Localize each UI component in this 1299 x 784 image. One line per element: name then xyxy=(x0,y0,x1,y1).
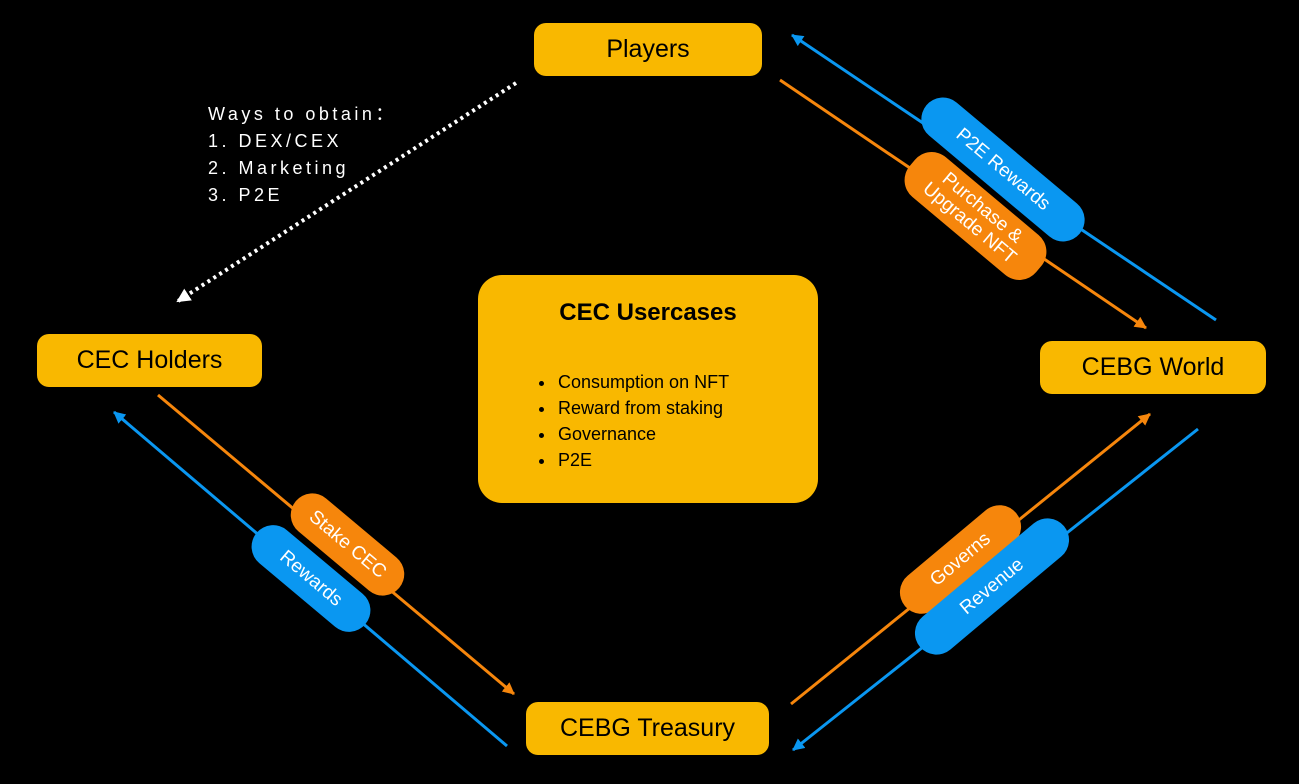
usecase-item: P2E xyxy=(556,447,729,473)
cebg-world-node: CEBG World xyxy=(1040,341,1266,394)
usecases-list: Consumption on NFT Reward from staking G… xyxy=(528,369,729,473)
cebg-world-label: CEBG World xyxy=(1081,353,1225,381)
cec-holders-label: CEC Holders xyxy=(76,346,223,374)
cec-holders-node: CEC Holders xyxy=(37,334,262,387)
ways-heading: Ways to obtain： xyxy=(208,104,397,124)
usecases-box: CEC Usercases Consumption on NFT Reward … xyxy=(478,275,818,503)
usecase-item: Consumption on NFT xyxy=(556,369,729,395)
usecases-title: CEC Usercases xyxy=(559,299,737,326)
ways-item: 3. P2E xyxy=(208,185,284,205)
ways-item: 2. Marketing xyxy=(208,158,350,178)
ways-item: 1. DEX/CEX xyxy=(208,131,343,151)
usecase-item: Reward from staking xyxy=(556,395,729,421)
players-label: Players xyxy=(606,35,690,63)
usecase-item: Governance xyxy=(556,421,729,447)
cebg-treasury-node: CEBG Treasury xyxy=(526,702,769,755)
cebg-treasury-label: CEBG Treasury xyxy=(559,714,736,742)
ways-to-obtain: Ways to obtain： 1. DEX/CEX 2. Marketing … xyxy=(208,101,397,209)
players-node: Players xyxy=(534,23,762,76)
